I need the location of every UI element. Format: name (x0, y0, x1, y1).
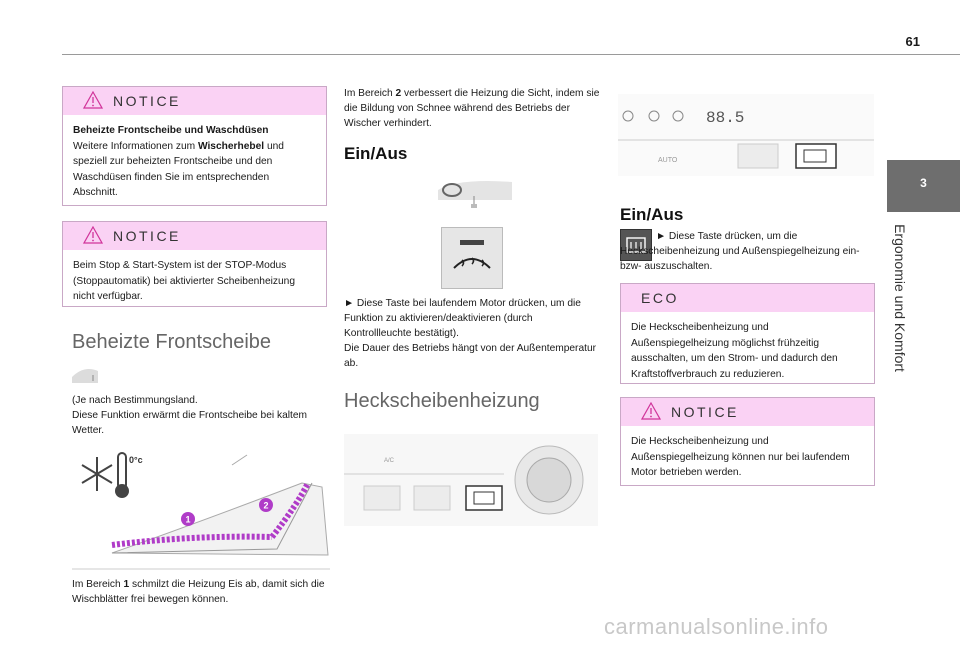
rear-defrost-panel-figure: A/C (344, 434, 598, 526)
einaus-title-2: Ein/Aus (620, 205, 684, 224)
windshield-defrost-icon (453, 240, 491, 269)
notice-header: NOTICE (621, 398, 874, 426)
zone1-caption: Im Bereich 1 schmilzt die Heizung Eis ab… (72, 577, 330, 607)
zone-label-2: 2 (263, 501, 268, 511)
eco-header: ECO (621, 284, 874, 312)
notice-body: Beheizte Frontscheibe und Waschdüsen Wei… (63, 115, 326, 209)
notice-box-1: NOTICE Beheizte Frontscheibe und Waschdü… (62, 86, 327, 206)
ac-label: A/C (384, 458, 395, 464)
zone-label-1: 1 (185, 515, 190, 525)
zone-marker-2 (259, 498, 273, 512)
instruction-step: ► Diese Taste bei laufendem Motor drücke… (344, 298, 581, 339)
front-defrost-instructions: ► Diese Taste bei laufendem Motor drücke… (344, 296, 600, 371)
notice-text: Beim Stop & Start-System ist der STOP-Mo… (73, 260, 295, 302)
notice-header: NOTICE (63, 222, 326, 250)
text-line: Diese Funktion erwärmt die Frontscheibe … (72, 410, 307, 436)
auto-label: AUTO (658, 157, 678, 164)
notice-title: NOTICE (113, 228, 181, 244)
einaus-title-1: Ein/Aus (344, 144, 408, 163)
front-defrost-panel-figure (438, 181, 512, 208)
notice-box-2: NOTICE Beim Stop & Start-System ist der … (62, 221, 327, 307)
text-line: (Je nach Bestimmungsland. (72, 395, 198, 406)
zone2-text: Im Bereich (344, 88, 396, 99)
snowflake-icon (81, 457, 113, 491)
notice-body: Die Heckscheibenheizung und Außenspiegel… (621, 426, 874, 489)
section-title-heckscheibe: Heckscheibenheizung (344, 390, 540, 412)
climate-panel-figure: 88.5 AUTO (618, 94, 874, 176)
notice-text: Weitere Informationen zum (73, 140, 198, 152)
notice-title: NOTICE (671, 404, 739, 420)
zone2-number: 2 (395, 88, 402, 99)
notice-heading: Beheizte Frontscheibe und Waschdüsen (73, 125, 269, 136)
warning-icon (641, 402, 661, 420)
caption-text: Im Bereich (72, 579, 124, 590)
notice-text-cont: und speziell zur beheizten Frontscheibe … (73, 140, 284, 199)
eco-title: ECO (641, 290, 679, 306)
instruction-note: Die Dauer des Betriebs hängt von der Auß… (344, 343, 597, 369)
eco-body: Die Heckscheibenheizung und Außenspiegel… (621, 312, 874, 390)
windshield-figure: 0°c 1 2 (72, 452, 330, 570)
rear-window-defrost-icon (626, 237, 646, 253)
eco-text: Die Heckscheibenheizung und Außenspiegel… (631, 322, 838, 380)
chapter-number: 3 (920, 176, 927, 190)
front-defrost-button[interactable] (441, 227, 503, 289)
zone-marker-1 (181, 512, 195, 526)
notice-box-3: NOTICE Die Heckscheibenheizung und Außen… (620, 397, 875, 486)
warning-icon (83, 226, 103, 244)
notice-text: Die Heckscheibenheizung und Außenspiegel… (631, 436, 850, 478)
page-number: 61 (905, 34, 920, 49)
zone2-text-cont: verbessert die Heizung die Sicht, indem … (344, 88, 600, 129)
chapter-title-vertical: Ergonomie und Komfort (890, 220, 912, 380)
watermark: carmanualsonline.info (604, 614, 829, 639)
frontscheibe-description: (Je nach Bestimmungsland. Diese Funktion… (72, 393, 327, 438)
section-title-frontscheibe: Beheizte Frontscheibe (72, 331, 272, 353)
rear-defrost-instruction: ► Diese Taste drücken, um die Heckscheib… (620, 231, 860, 272)
eco-box: ECO Die Heckscheibenheizung und Außenspi… (620, 283, 875, 384)
warning-icon (83, 91, 103, 109)
thermometer-icon (115, 452, 129, 498)
zone2-description: Im Bereich 2 verbessert die Heizung die … (344, 86, 600, 131)
temperature-label: 0°c (129, 455, 143, 465)
notice-title: NOTICE (113, 93, 181, 109)
windshield-heat-icon (72, 369, 98, 383)
notice-body: Beim Stop & Start-System ist der STOP-Mo… (63, 250, 326, 313)
notice-header: NOTICE (63, 87, 326, 115)
display-readout: 88.5 (706, 109, 744, 127)
notice-emph: Wischerhebel (197, 140, 265, 152)
header-rule (62, 54, 960, 55)
caption-text-cont: schmilzt die Heizung Eis ab, damit sich … (72, 579, 325, 605)
chapter-title: Ergonomie und Komfort (892, 224, 908, 372)
chapter-tab[interactable]: 3 (887, 160, 960, 212)
caption-number: 1 (123, 579, 130, 590)
rear-defrost-button[interactable] (620, 229, 652, 261)
